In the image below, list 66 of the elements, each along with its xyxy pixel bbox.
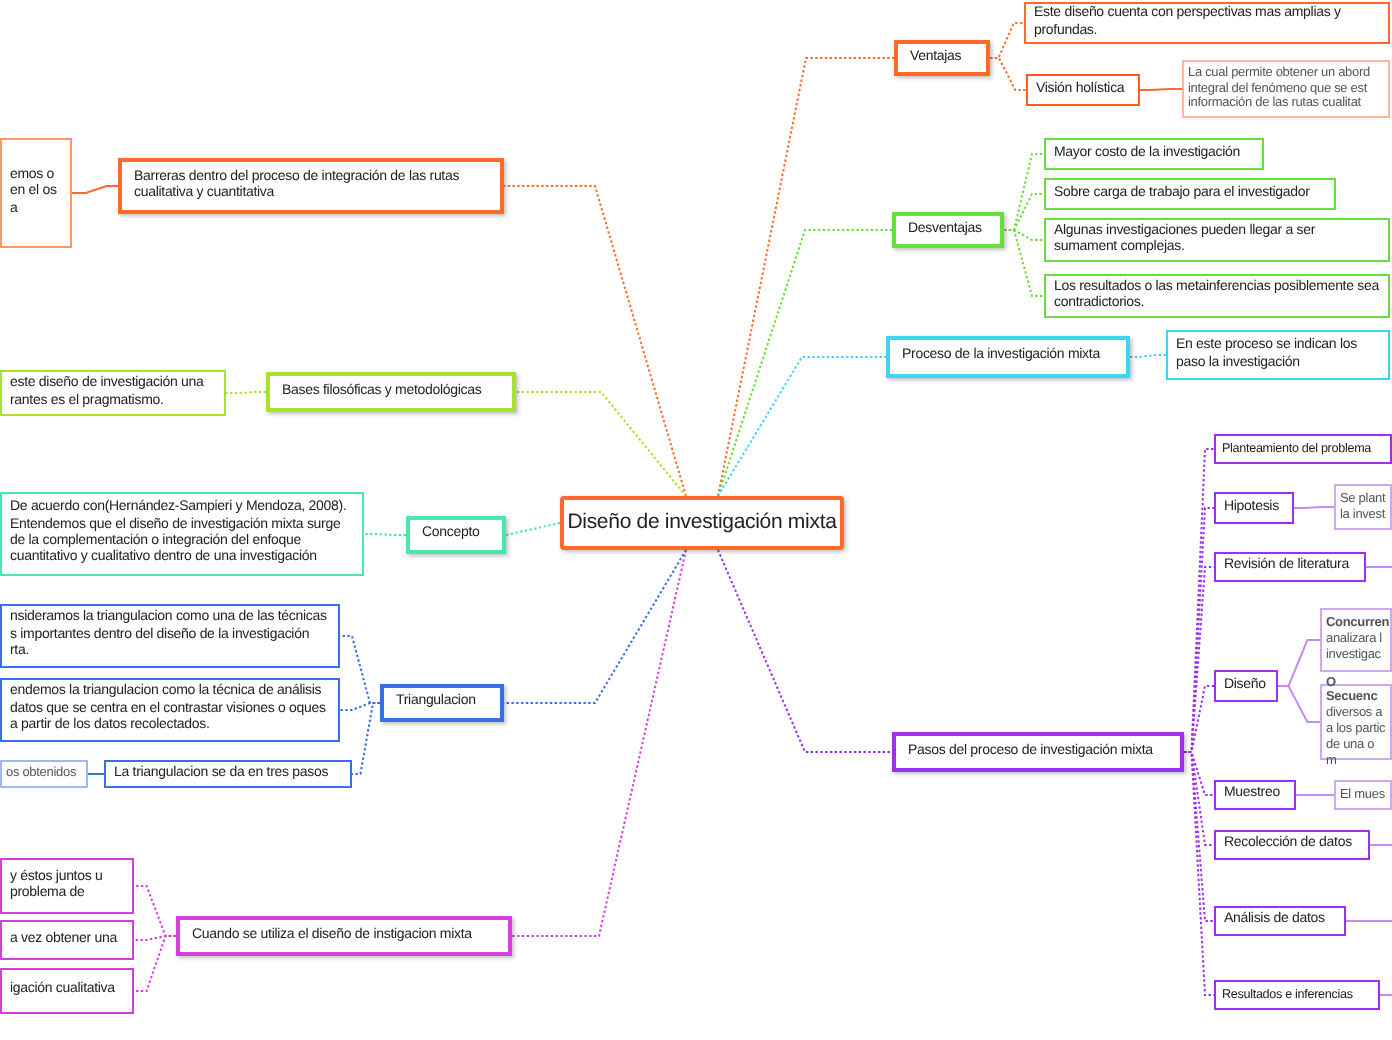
note-box xyxy=(1334,484,1392,530)
branch-topic-box xyxy=(886,336,1130,378)
subtopic-box xyxy=(1214,670,1278,702)
branch-topic-box xyxy=(266,372,516,412)
subtopic-box xyxy=(1214,492,1294,524)
connector-line xyxy=(1369,844,1392,846)
connector-line xyxy=(351,702,381,775)
branch-topic-box xyxy=(892,732,1184,772)
subtopic-box xyxy=(1044,274,1390,318)
note-box xyxy=(0,760,88,788)
branch-topic-box xyxy=(118,158,504,214)
subtopic-box xyxy=(1214,980,1380,1010)
connector-line xyxy=(505,522,561,536)
connector-line xyxy=(717,229,893,497)
connector-line xyxy=(133,935,177,992)
branch-topic-box xyxy=(894,40,990,76)
connector-line xyxy=(503,185,687,497)
connector-line xyxy=(717,57,895,497)
connector-line xyxy=(503,549,687,704)
subtopic-box xyxy=(1044,218,1390,262)
connector-line xyxy=(1345,920,1392,922)
subtopic-box xyxy=(1214,780,1296,810)
note-box xyxy=(1334,780,1392,810)
branch-topic-box xyxy=(406,516,506,554)
connector-line xyxy=(87,773,105,775)
subtopic-box xyxy=(0,370,226,416)
connector-line xyxy=(511,549,687,937)
subtopic-box xyxy=(0,604,340,668)
note-box xyxy=(1182,60,1390,118)
connector-line xyxy=(1365,566,1392,568)
connector-line xyxy=(1379,994,1392,996)
connector-line xyxy=(515,391,687,497)
connector-line xyxy=(717,549,893,753)
subtopic-box xyxy=(1214,434,1392,464)
connector-line xyxy=(1183,751,1215,996)
subtopic-box xyxy=(1214,906,1346,936)
connector-line xyxy=(1003,229,1045,297)
connector-line xyxy=(1277,685,1321,723)
connector-line xyxy=(717,356,887,497)
subtopic-box xyxy=(1044,178,1336,210)
connector-line xyxy=(225,391,267,394)
subtopic-box xyxy=(1166,330,1390,380)
branch-topic-box xyxy=(892,212,1004,248)
subtopic-box xyxy=(0,492,364,576)
branch-topic-box xyxy=(176,916,512,956)
connector-line xyxy=(989,57,1027,91)
connector-line xyxy=(1129,354,1167,358)
subtopic-box xyxy=(1044,138,1264,170)
subtopic-box xyxy=(0,920,134,960)
subtopic-box xyxy=(1026,74,1140,106)
subtopic-box xyxy=(0,858,134,914)
subtopic-box xyxy=(1024,2,1390,44)
subtopic-box xyxy=(1214,830,1370,860)
central-topic-box xyxy=(560,496,844,550)
connector-line xyxy=(1139,88,1183,91)
topic-text: Diseño de investigación mixta xyxy=(567,510,837,536)
subtopic-box xyxy=(1214,552,1366,582)
connector-line xyxy=(363,533,407,536)
branch-topic-box xyxy=(380,684,504,722)
connector-line xyxy=(1293,506,1335,509)
subtopic-box xyxy=(104,760,352,788)
connector-line xyxy=(1295,794,1335,796)
subtopic-box xyxy=(0,678,340,742)
subtopic-box xyxy=(0,138,72,248)
connector-line xyxy=(71,185,119,194)
subtopic-box xyxy=(0,968,134,1014)
